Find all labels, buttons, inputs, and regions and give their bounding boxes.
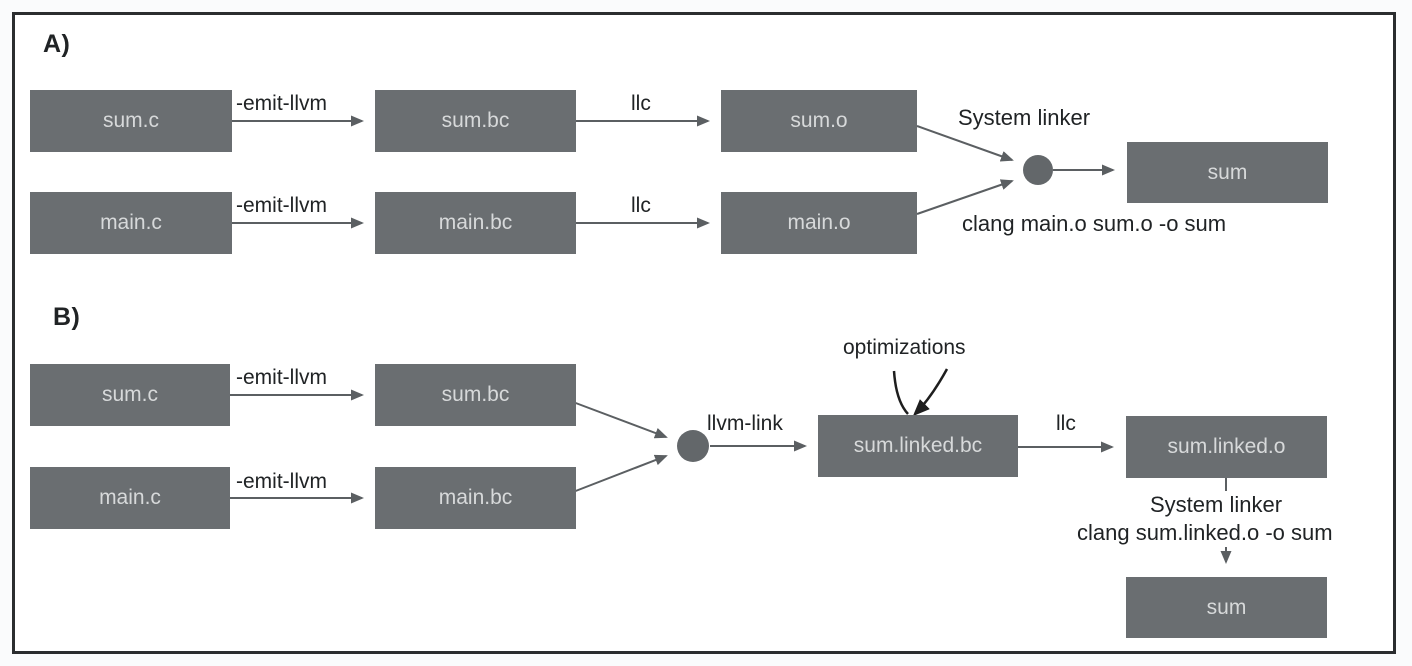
edge-label-a-llc-top: llc — [631, 92, 651, 115]
edge-label-a-system-linker: System linker — [958, 105, 1091, 130]
node-b-sum-linked-o: sum.linked.o — [1126, 416, 1327, 478]
edge-label-b-llc: llc — [1056, 412, 1076, 435]
node-b-sum-linked-bc: sum.linked.bc — [818, 415, 1018, 477]
edge-label-b-emit-llvm-bottom: -emit-llvm — [236, 470, 327, 493]
edge-label-b-emit-llvm-top: -emit-llvm — [236, 366, 327, 389]
edge-label-b-llvm-link: llvm-link — [707, 412, 783, 435]
edge-label-a-emit-llvm-top: -emit-llvm — [236, 92, 327, 115]
node-a-sum-bc: sum.bc — [375, 90, 576, 152]
edge-label-a-emit-llvm-bottom: -emit-llvm — [236, 194, 327, 217]
edge-label-a-llc-bottom: llc — [631, 194, 651, 217]
node-a-main-bc: main.bc — [375, 192, 576, 254]
edge-label-b-clang-cmd: clang sum.linked.o -o sum — [1077, 520, 1333, 545]
node-a-main-o: main.o — [721, 192, 917, 254]
node-b-main-c: main.c — [30, 467, 230, 529]
edge-label-b-system-linker: System linker — [1150, 492, 1283, 517]
edge-label-a-clang-cmd: clang main.o sum.o -o sum — [962, 211, 1227, 236]
section-b-label: B) — [53, 303, 81, 331]
section-a-label: A) — [43, 30, 71, 58]
node-a-sum-output: sum — [1127, 142, 1328, 203]
node-b-sum-bc: sum.bc — [375, 364, 576, 426]
node-b-sum-output: sum — [1126, 577, 1327, 638]
edge-label-b-optimizations: optimizations — [843, 336, 966, 359]
node-b-main-bc: main.bc — [375, 467, 576, 529]
node-b-sum-c: sum.c — [30, 364, 230, 426]
node-a-sum-c: sum.c — [30, 90, 232, 152]
node-a-main-c: main.c — [30, 192, 232, 254]
node-a-sum-o: sum.o — [721, 90, 917, 152]
